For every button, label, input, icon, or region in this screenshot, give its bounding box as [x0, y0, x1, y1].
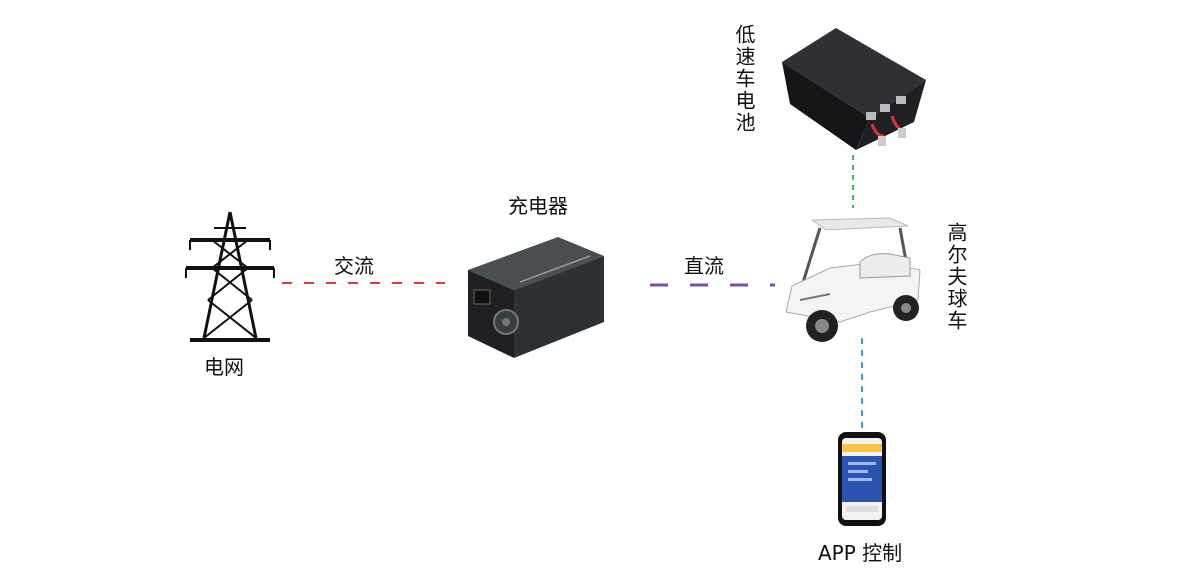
smartphone-icon [838, 432, 886, 526]
dc-label: 直流 [684, 254, 724, 278]
charger-icon [468, 237, 604, 358]
app-control-label: APP 控制 [818, 541, 903, 565]
ac-label: 交流 [334, 254, 374, 278]
golf-cart-label: 高尔夫球车 [944, 222, 968, 332]
grid-label: 电网 [204, 355, 244, 379]
charger-label: 充电器 [508, 194, 568, 218]
battery-icon [782, 28, 926, 150]
power-tower-icon [185, 211, 275, 342]
battery-label: 低速车电池 [732, 24, 756, 134]
golf-cart-icon [785, 217, 921, 342]
